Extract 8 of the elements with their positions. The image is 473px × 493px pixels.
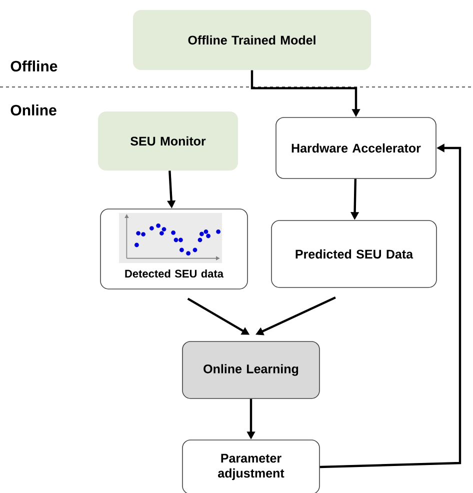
monitor-box: SEU Monitor <box>98 112 238 170</box>
process-box: Hardware Accelerator <box>276 117 436 179</box>
process-box: Predicted SEU Data <box>271 220 437 288</box>
section-label: Online <box>10 104 56 116</box>
section-label: Offline <box>10 60 58 72</box>
model-box: Offline Trained Model <box>133 10 371 70</box>
learning-box: Online Learning <box>182 341 320 399</box>
process-box: Parameter adjustment <box>182 440 320 493</box>
